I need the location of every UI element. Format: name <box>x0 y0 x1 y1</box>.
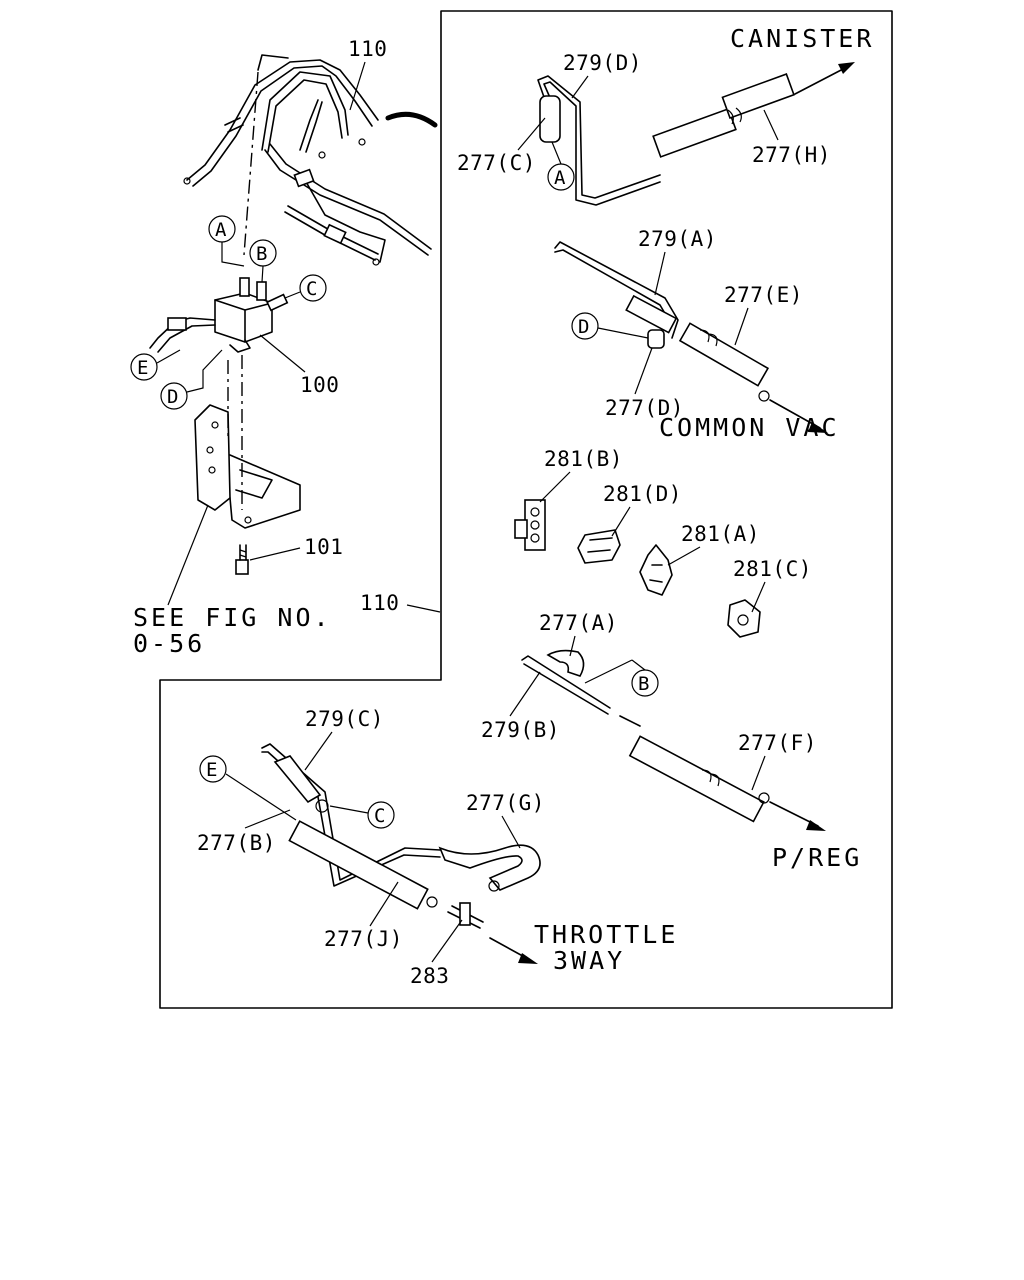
hose-common-vac-line <box>554 241 828 433</box>
label-277d: 277(D) <box>605 396 684 420</box>
label-281b: 281(B) <box>544 447 623 471</box>
label-277f: 277(F) <box>738 731 817 755</box>
label-277c: 277(C) <box>457 151 536 175</box>
callout-d-left: D <box>160 349 223 410</box>
label-277e: 277(E) <box>724 283 803 307</box>
solenoid-valve-100 <box>149 277 289 353</box>
callout-d-right: D <box>571 312 649 340</box>
label-281d: 281(D) <box>603 482 682 506</box>
callout-b-right: B <box>584 659 659 697</box>
label-277h: 277(H) <box>752 143 831 167</box>
svg-text:D: D <box>167 386 178 408</box>
clip-281d <box>577 529 621 564</box>
label-110-side: 110 <box>360 591 399 615</box>
label-110-top: 110 <box>348 37 387 61</box>
label-100: 100 <box>300 373 339 397</box>
hose-canister-line <box>537 62 855 206</box>
svg-text:B: B <box>638 673 649 695</box>
label-277g: 277(G) <box>466 791 545 815</box>
callout-e-lower: E <box>199 755 297 821</box>
callout-c-left: C <box>284 274 327 302</box>
bracket <box>194 404 301 529</box>
label-canister: CANISTER <box>730 24 874 53</box>
label-277b: 277(B) <box>197 831 276 855</box>
svg-text:E: E <box>137 357 148 379</box>
see-fig-text-2: 0-56 <box>133 629 205 658</box>
label-277a: 277(A) <box>539 611 618 635</box>
callout-c-lower: C <box>329 801 395 829</box>
svg-text:A: A <box>554 167 566 189</box>
label-281c: 281(C) <box>733 557 812 581</box>
callout-b-left: B <box>249 239 277 283</box>
svg-text:C: C <box>306 278 317 300</box>
reference-arc <box>385 111 438 128</box>
leader-100 <box>259 334 306 373</box>
clip-281b <box>514 499 546 551</box>
label-101: 101 <box>304 535 343 559</box>
bolt-101 <box>235 544 249 575</box>
svg-text:D: D <box>578 316 589 338</box>
callout-a-right: A <box>547 141 575 191</box>
svg-text:C: C <box>374 805 385 827</box>
clip-281a <box>639 544 673 596</box>
svg-text:B: B <box>256 243 267 265</box>
label-277j: 277(J) <box>324 927 403 951</box>
svg-text:E: E <box>206 759 217 781</box>
label-281a: 281(A) <box>681 522 760 546</box>
svg-text:A: A <box>215 219 227 241</box>
label-preg: P/REG <box>772 843 862 872</box>
label-common-vac: COMMON VAC <box>659 413 840 442</box>
label-throttle: THROTTLE <box>534 920 678 949</box>
diagram-frame <box>159 10 893 1009</box>
label-3way: 3WAY <box>553 946 625 975</box>
label-283: 283 <box>410 964 449 988</box>
pipe-assembly-110 <box>183 54 432 266</box>
label-279d: 279(D) <box>563 51 642 75</box>
hose-preg-line <box>521 649 826 831</box>
see-fig-text-1: SEE FIG NO. <box>133 603 332 632</box>
hose-throttle-line <box>261 743 541 964</box>
label-279b: 279(B) <box>481 718 560 742</box>
clip-281c <box>727 599 761 638</box>
label-279c: 279(C) <box>305 707 384 731</box>
callout-e-left: E <box>130 349 181 381</box>
label-279a: 279(A) <box>638 227 717 251</box>
callout-a-left: A <box>208 215 245 267</box>
